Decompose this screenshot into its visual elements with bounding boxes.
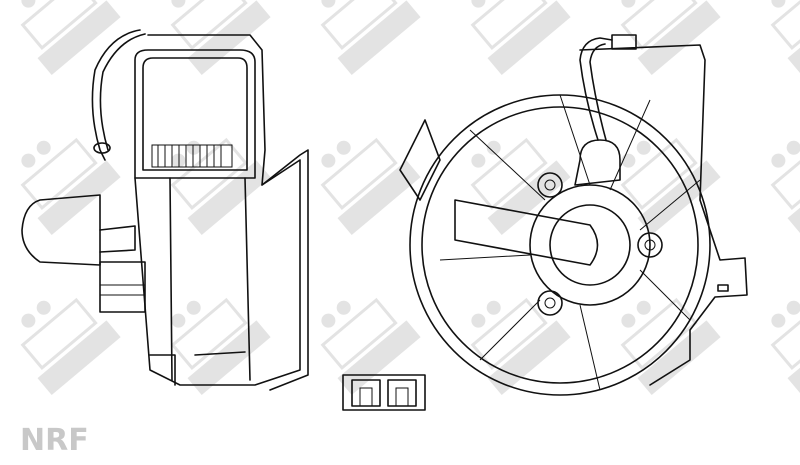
watermark-logo <box>620 297 721 396</box>
watermark-logo <box>170 297 271 396</box>
front-view <box>399 34 748 396</box>
connector-detail <box>342 374 426 411</box>
watermark-logo <box>620 0 721 76</box>
watermark-logo <box>320 137 421 236</box>
side-view <box>21 29 309 391</box>
watermark-logo <box>320 0 421 76</box>
watermark-logo <box>320 297 421 396</box>
watermark-logo <box>470 297 571 396</box>
watermark-logo <box>470 137 571 236</box>
watermark-logo <box>20 297 121 396</box>
watermark-text: NRF <box>20 423 89 458</box>
watermark-logo <box>20 0 121 76</box>
watermark-logo <box>170 0 271 76</box>
watermark-logo <box>20 137 121 236</box>
watermark-logo <box>470 0 571 76</box>
